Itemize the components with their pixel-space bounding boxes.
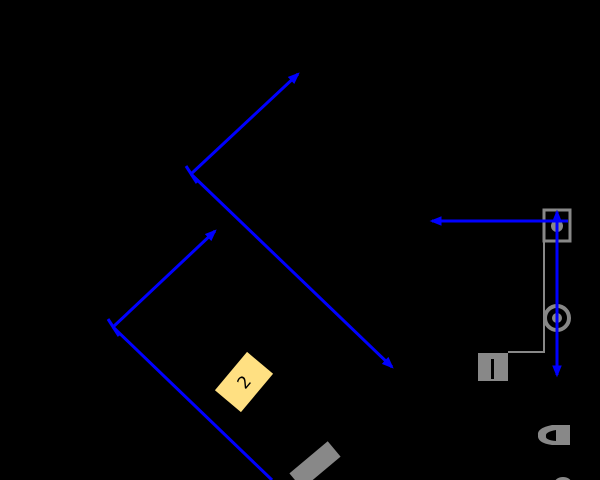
fixture-bar-icon[interactable] [289,441,341,480]
fixtures [289,208,572,480]
dimension-line[interactable] [189,72,300,176]
dimension-tick [184,165,199,184]
dimension-line[interactable] [111,325,274,480]
fixture-toilet-hole [545,430,556,441]
room-label[interactable]: 2 [214,351,274,413]
dimension-lines [106,72,568,480]
room-label-background [214,351,274,413]
fixture-wire [508,220,545,353]
dimension-line[interactable] [111,229,217,329]
dimension-line[interactable] [189,172,394,369]
fixture-panel-slot [491,359,494,379]
fixture-bottom-icon[interactable] [555,477,571,480]
dimension-tick [106,318,121,337]
